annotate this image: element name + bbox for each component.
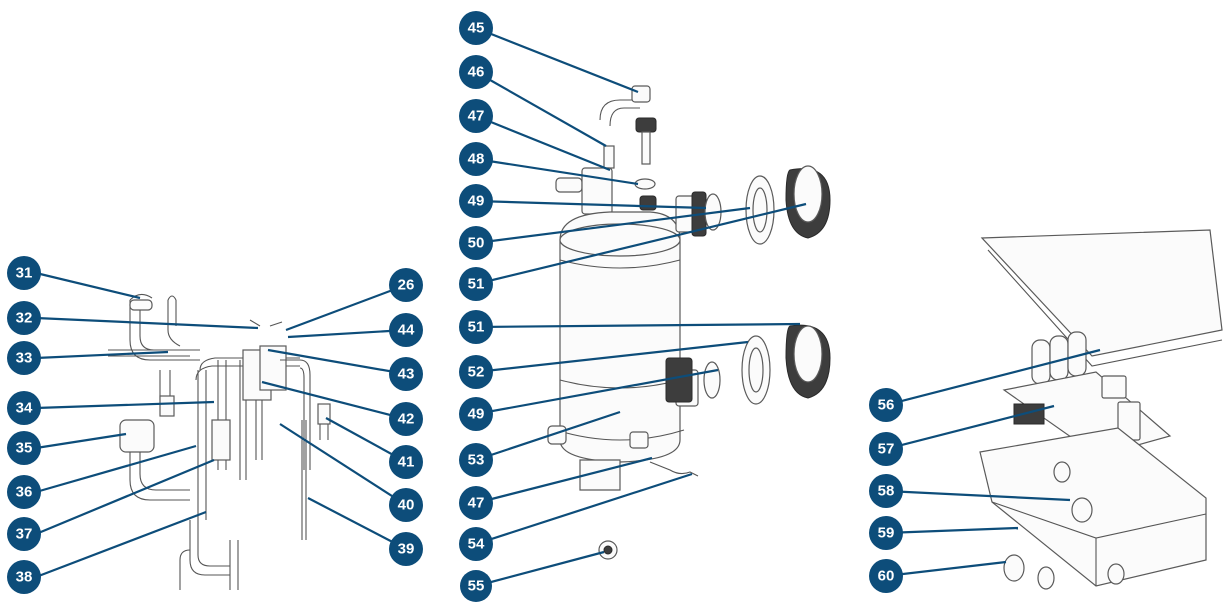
callout-55: 55 bbox=[460, 570, 492, 602]
callout-50: 50 bbox=[459, 226, 493, 260]
callout-42: 42 bbox=[389, 402, 423, 436]
callout-label: 35 bbox=[16, 440, 33, 457]
callout-59: 59 bbox=[869, 516, 903, 550]
callout-31: 31 bbox=[7, 256, 41, 290]
callout-40: 40 bbox=[389, 488, 423, 522]
callout-26: 26 bbox=[389, 268, 423, 302]
callout-56: 56 bbox=[869, 388, 903, 422]
callout-49: 49 bbox=[459, 184, 493, 218]
callout-label: 44 bbox=[398, 322, 415, 339]
callout-label: 36 bbox=[16, 484, 33, 501]
piping-assembly bbox=[108, 293, 331, 590]
callout-label: 57 bbox=[878, 441, 895, 458]
callout-33: 33 bbox=[7, 341, 41, 375]
callout-label: 50 bbox=[468, 235, 485, 252]
callout-51: 51 bbox=[459, 267, 493, 301]
callout-52: 52 bbox=[459, 355, 493, 389]
callout-54: 54 bbox=[459, 527, 493, 561]
leader-lines bbox=[35, 26, 1101, 588]
callout-label: 32 bbox=[16, 310, 33, 327]
callout-57: 57 bbox=[869, 432, 903, 466]
callout-label: 34 bbox=[16, 400, 33, 417]
callout-label: 41 bbox=[398, 454, 415, 471]
callout-label: 60 bbox=[878, 568, 895, 585]
callout-label: 43 bbox=[398, 366, 415, 383]
callout-60: 60 bbox=[869, 559, 903, 593]
callout-label: 59 bbox=[878, 525, 895, 542]
filter-assembly bbox=[547, 85, 831, 560]
callout-47: 47 bbox=[459, 486, 493, 520]
callout-label: 53 bbox=[468, 452, 485, 469]
callout-label: 49 bbox=[468, 406, 485, 423]
callout-37: 37 bbox=[7, 517, 41, 551]
callout-34: 34 bbox=[7, 391, 41, 425]
electrical-enclosure bbox=[979, 229, 1223, 590]
callout-label: 48 bbox=[468, 151, 485, 168]
callout-label: 31 bbox=[16, 265, 33, 282]
callouts: 31 32 33 34 35 36 37 38 26 44 43 42 41 4… bbox=[7, 11, 903, 602]
callout-46: 46 bbox=[459, 55, 493, 89]
callout-label: 51 bbox=[468, 276, 485, 293]
callout-label: 33 bbox=[16, 350, 33, 367]
callout-label: 47 bbox=[468, 495, 485, 512]
callout-49: 49 bbox=[459, 397, 493, 431]
callout-label: 54 bbox=[468, 536, 485, 553]
callout-47: 47 bbox=[459, 99, 493, 133]
callout-35: 35 bbox=[7, 431, 41, 465]
callout-label: 52 bbox=[468, 364, 485, 381]
callout-label: 51 bbox=[468, 319, 485, 336]
callout-45: 45 bbox=[459, 11, 493, 45]
callout-label: 47 bbox=[468, 108, 485, 125]
callout-label: 42 bbox=[398, 411, 415, 428]
callout-51: 51 bbox=[459, 310, 493, 344]
callout-label: 38 bbox=[16, 569, 33, 586]
callout-58: 58 bbox=[869, 474, 903, 508]
callout-label: 37 bbox=[16, 526, 33, 543]
callout-label: 39 bbox=[398, 541, 415, 558]
callout-label: 45 bbox=[468, 20, 485, 37]
callout-label: 49 bbox=[468, 193, 485, 210]
callout-44: 44 bbox=[389, 313, 423, 347]
callout-41: 41 bbox=[389, 445, 423, 479]
callout-36: 36 bbox=[7, 475, 41, 509]
callout-32: 32 bbox=[7, 301, 41, 335]
callout-label: 55 bbox=[468, 578, 485, 595]
callout-label: 40 bbox=[398, 497, 415, 514]
callout-label: 26 bbox=[398, 277, 415, 294]
callout-48: 48 bbox=[459, 142, 493, 176]
callout-43: 43 bbox=[389, 357, 423, 391]
callout-38: 38 bbox=[7, 560, 41, 594]
callout-39: 39 bbox=[389, 532, 423, 566]
callout-label: 46 bbox=[468, 64, 485, 81]
callout-53: 53 bbox=[459, 443, 493, 477]
callout-label: 56 bbox=[878, 397, 895, 414]
callout-label: 58 bbox=[878, 483, 895, 500]
